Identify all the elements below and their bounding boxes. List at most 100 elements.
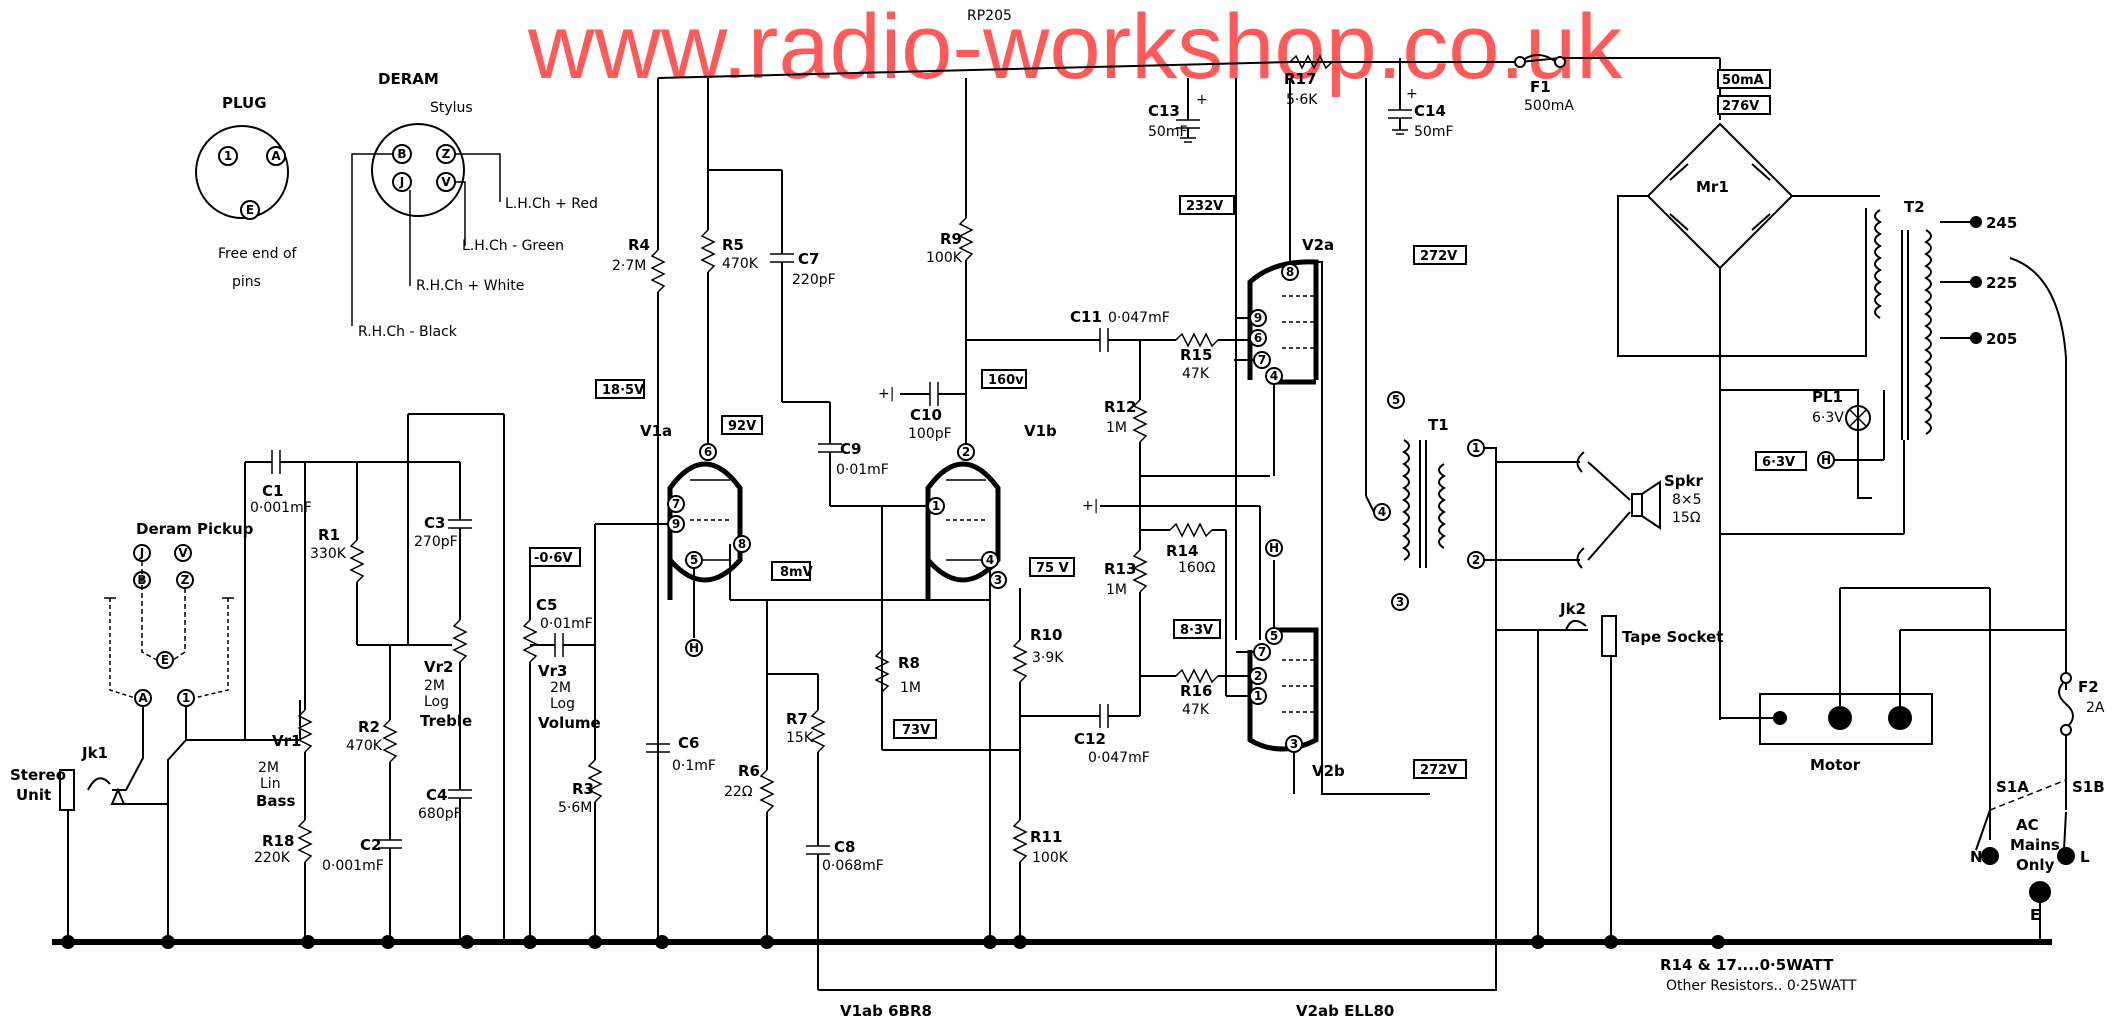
- svg-text:92V: 92V: [728, 419, 756, 434]
- svg-text:6·3V: 6·3V: [1812, 410, 1844, 426]
- svg-text:0·047mF: 0·047mF: [1108, 310, 1170, 326]
- svg-text:15K: 15K: [786, 730, 814, 746]
- svg-text:V1b: V1b: [1024, 422, 1057, 440]
- stereo-label-1: Stereo: [10, 766, 66, 784]
- svg-text:J: J: [139, 546, 144, 560]
- svg-text:8: 8: [1286, 265, 1294, 279]
- svg-text:0·01mF: 0·01mF: [836, 462, 889, 478]
- svg-text:Mr1: Mr1: [1696, 178, 1729, 196]
- deram-title: DERAM: [378, 70, 439, 88]
- svg-text:S1B: S1B: [2072, 778, 2105, 796]
- svg-text:100K: 100K: [1032, 850, 1069, 866]
- notes: V1ab 6BR8 V2ab ELL80 R14 & 17....0·5WATT…: [840, 956, 1857, 1020]
- svg-text:6: 6: [1254, 331, 1262, 345]
- svg-text:2·7M: 2·7M: [612, 258, 646, 274]
- svg-text:6·3V: 6·3V: [1762, 455, 1795, 470]
- v1b-stage: R9 100K C11 0·047mF +| C10 100pF V1b 2 1…: [874, 78, 1176, 942]
- svg-text:R14: R14: [1166, 542, 1198, 560]
- stereo-label-2: Unit: [16, 786, 51, 804]
- svg-text:C4: C4: [426, 786, 447, 804]
- svg-text:8: 8: [738, 537, 746, 551]
- svg-text:1M: 1M: [1106, 420, 1127, 436]
- svg-text:3·9K: 3·9K: [1032, 650, 1064, 666]
- svg-text:R15: R15: [1180, 346, 1212, 364]
- svg-text:R10: R10: [1030, 626, 1062, 644]
- svg-text:C12: C12: [1074, 730, 1106, 748]
- svg-text:100pF: 100pF: [908, 426, 952, 442]
- note-res1: R14 & 17....0·5WATT: [1660, 956, 1834, 974]
- svg-text:Tape Socket: Tape Socket: [1622, 628, 1723, 646]
- svg-text:220pF: 220pF: [792, 272, 836, 288]
- svg-text:7: 7: [1258, 645, 1266, 659]
- svg-text:R8: R8: [898, 654, 920, 672]
- v2b-stage: V2b 5 7 2 1 3 H: [1225, 506, 1345, 794]
- svg-text:H: H: [1269, 541, 1279, 555]
- svg-text:272V: 272V: [1420, 249, 1457, 264]
- svg-text:C8: C8: [834, 838, 855, 856]
- svg-text:+: +: [1406, 86, 1418, 102]
- svg-text:47K: 47K: [1182, 702, 1210, 718]
- svg-text:0·01mF: 0·01mF: [540, 616, 593, 632]
- svg-text:Lin: Lin: [260, 776, 281, 792]
- svg-text:3: 3: [1290, 737, 1298, 751]
- svg-text:T1: T1: [1428, 416, 1449, 434]
- svg-text:Z: Z: [181, 573, 190, 587]
- svg-text:1: 1: [182, 691, 190, 705]
- svg-text:3: 3: [1396, 595, 1404, 609]
- svg-text:-0·6V: -0·6V: [534, 551, 573, 566]
- svg-text:276V: 276V: [1722, 99, 1759, 114]
- svg-text:C2: C2: [360, 836, 381, 854]
- svg-text:C3: C3: [424, 514, 445, 532]
- svg-text:50mF: 50mF: [1148, 124, 1188, 140]
- svg-text:PL1: PL1: [1812, 388, 1843, 406]
- svg-text:V2a: V2a: [1302, 236, 1334, 254]
- svg-text:0·001mF: 0·001mF: [250, 500, 312, 516]
- svg-text:3: 3: [994, 573, 1002, 587]
- svg-text:E: E: [161, 653, 169, 667]
- svg-text:Volume: Volume: [538, 714, 601, 732]
- svg-text:B: B: [397, 147, 406, 161]
- svg-text:272V: 272V: [1420, 763, 1457, 778]
- svg-text:205: 205: [1986, 330, 2017, 348]
- svg-text:R11: R11: [1030, 828, 1062, 846]
- svg-text:V2b: V2b: [1312, 762, 1345, 780]
- svg-text:2A: 2A: [2086, 700, 2105, 716]
- svg-text:6: 6: [704, 445, 712, 459]
- svg-text:E: E: [246, 203, 254, 217]
- svg-text:R16: R16: [1180, 682, 1212, 700]
- svg-text:S1A: S1A: [1996, 778, 2029, 796]
- watermark: www.radio-workshop.co.uk: [527, 0, 1623, 98]
- svg-text:9: 9: [1254, 311, 1262, 325]
- motor-label: Motor: [1810, 756, 1861, 774]
- svg-text:4: 4: [1378, 505, 1386, 519]
- svg-text:160v: 160v: [988, 373, 1024, 388]
- svg-text:9: 9: [672, 517, 680, 531]
- output-transformer: T1 5 4 3 1 2 Spkr 8×5 15Ω Jk2 Tape Socke…: [1365, 78, 1723, 942]
- svg-text:22Ω: 22Ω: [724, 784, 753, 800]
- v2a-stage: V2a 8 9 6 7 4: [1234, 78, 1430, 795]
- svg-text:4: 4: [986, 553, 994, 567]
- svg-text:H: H: [1821, 453, 1831, 467]
- svg-text:2M: 2M: [258, 760, 279, 776]
- svg-text:R12: R12: [1104, 398, 1136, 416]
- svg-text:5: 5: [1270, 629, 1278, 643]
- svg-text:R9: R9: [940, 230, 962, 248]
- svg-text:V: V: [441, 175, 451, 189]
- svg-text:A: A: [138, 691, 148, 705]
- svg-text:500mA: 500mA: [1524, 98, 1574, 114]
- svg-text:8·3V: 8·3V: [1180, 623, 1213, 638]
- svg-text:Log: Log: [550, 696, 575, 712]
- power-supply: Mr1 T2 245 225 205 PL1 6·3V H: [1617, 122, 2105, 942]
- svg-text:R4: R4: [628, 236, 650, 254]
- svg-text:Treble: Treble: [420, 712, 472, 730]
- svg-text:1: 1: [932, 499, 940, 513]
- svg-text:50mA: 50mA: [1722, 73, 1764, 88]
- svg-text:Jk2: Jk2: [1559, 600, 1586, 618]
- svg-text:5·6M: 5·6M: [558, 800, 592, 816]
- svg-text:100K: 100K: [926, 250, 963, 266]
- svg-text:R13: R13: [1104, 560, 1136, 578]
- svg-text:F2: F2: [2078, 678, 2099, 696]
- note-res2: Other Resistors.. 0·25WATT: [1666, 978, 1857, 994]
- output-grid-network: R12 1M R13 1M +| R14 160Ω R15 47K R16 47…: [1082, 332, 1270, 718]
